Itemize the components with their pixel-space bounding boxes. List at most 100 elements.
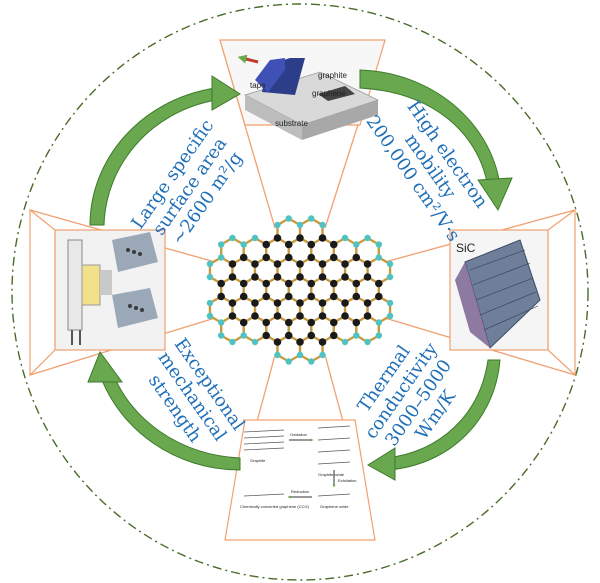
hydrogen-atom <box>217 332 225 339</box>
hydrogen-atom <box>296 221 304 229</box>
carbon-atom <box>273 338 282 346</box>
carbon-atom <box>251 299 259 307</box>
afm-panel <box>29 208 166 377</box>
carbon-atom <box>352 318 361 327</box>
hydrogen-atom <box>206 312 214 320</box>
hydrogen-atom <box>217 241 225 248</box>
carbon-atom <box>239 292 248 301</box>
carbon-atom <box>296 312 304 320</box>
hydrogen-atom <box>229 234 236 242</box>
hydrogen-atom <box>341 338 349 346</box>
carbon-atom <box>217 292 225 301</box>
hydrogen-atom <box>229 338 236 346</box>
hydrogen-atom <box>386 273 394 281</box>
carbon-atom <box>262 253 271 262</box>
hydrogen-atom <box>206 273 214 281</box>
hydrogen-atom <box>285 215 292 222</box>
carbon-atom <box>284 292 293 301</box>
hydrogen-atom <box>386 299 394 307</box>
carbon-atom <box>228 260 237 268</box>
carbon-atom <box>307 253 316 262</box>
carbon-atom <box>284 253 293 262</box>
carbon-atom <box>262 292 271 301</box>
carbon-atom <box>329 240 338 249</box>
carbon-atom <box>375 279 383 288</box>
carbon-atom <box>329 279 338 288</box>
hydrogen-atom <box>386 312 394 320</box>
hydrogen-atom <box>364 234 371 242</box>
carbon-atom <box>307 292 316 301</box>
graphene-lattice <box>206 215 394 365</box>
hydrogen-atom <box>206 299 214 307</box>
sic-panel: SiC <box>449 208 576 377</box>
exfoliation-panel: tape graphite graphene substrate <box>219 39 386 140</box>
carbon-atom <box>352 279 361 288</box>
oxidation-text: Oxidation <box>290 432 307 437</box>
carbon-atom <box>262 240 271 249</box>
carbon-atom <box>329 292 338 301</box>
carbon-atom <box>296 234 304 242</box>
graphite-label: graphite <box>318 71 347 80</box>
carbon-atom <box>363 260 372 268</box>
carbon-atom <box>217 279 225 288</box>
cycle-arrows <box>87 69 513 481</box>
carbon-atom <box>341 299 349 307</box>
carbon-atom <box>228 312 237 320</box>
carbon-atom <box>273 312 282 320</box>
carbon-atom <box>363 312 372 320</box>
carbon-atom <box>352 253 361 262</box>
graphite-text: Graphite <box>250 458 266 463</box>
carbon-atom <box>273 299 282 307</box>
carbon-atom <box>318 299 327 307</box>
hydrogen-atom <box>364 338 371 346</box>
carbon-atom <box>296 299 304 307</box>
hydrogen-atom <box>296 351 304 359</box>
carbon-atom <box>307 331 316 340</box>
hydrogen-atom <box>308 358 315 365</box>
carbon-atom <box>284 279 293 288</box>
substrate-label: substrate <box>275 119 308 128</box>
carbon-atom <box>262 279 271 288</box>
carbon-atom <box>318 260 327 268</box>
carbon-atom <box>284 240 293 249</box>
carbon-atom <box>341 260 349 268</box>
carbon-atom <box>307 240 316 249</box>
carbon-atom <box>341 273 349 281</box>
carbon-atom <box>228 273 237 281</box>
hydrogen-atom <box>285 358 292 365</box>
carbon-atom <box>239 318 248 327</box>
hydrogen-atom <box>375 319 383 326</box>
hydrogen-atom <box>386 260 394 268</box>
carbon-atom <box>239 279 248 288</box>
hydrogen-atom <box>217 319 225 326</box>
carbon-atom <box>284 331 293 340</box>
hydrogen-atom <box>375 254 383 261</box>
carbon-atom <box>251 312 259 320</box>
hydrogen-atom <box>319 221 326 229</box>
carbon-atom <box>363 299 372 307</box>
carbon-atom <box>318 312 327 320</box>
hydrogen-atom <box>240 332 247 339</box>
carbon-atom <box>318 338 327 346</box>
carbon-atom <box>329 318 338 327</box>
carbon-atom <box>318 234 327 242</box>
hydrogen-atom <box>375 241 383 248</box>
carbon-atom <box>307 318 316 327</box>
carbon-atom <box>296 260 304 268</box>
carbon-atom <box>251 260 259 268</box>
carbon-atom <box>273 260 282 268</box>
exfoliation-text: Exfoliation <box>338 478 356 483</box>
carbon-atom <box>341 312 349 320</box>
hydrogen-atom <box>251 234 259 242</box>
carbon-atom <box>251 273 259 281</box>
hydrogen-atom <box>375 332 383 339</box>
carbon-atom <box>239 253 248 262</box>
carbon-atom <box>228 299 237 307</box>
hydrogen-atom <box>251 338 259 346</box>
carbon-atom <box>262 318 271 327</box>
carbon-atom <box>262 331 271 340</box>
go-text: Graphene oxide <box>320 504 349 509</box>
carbon-atom <box>352 292 361 301</box>
hydrogen-atom <box>217 254 225 261</box>
